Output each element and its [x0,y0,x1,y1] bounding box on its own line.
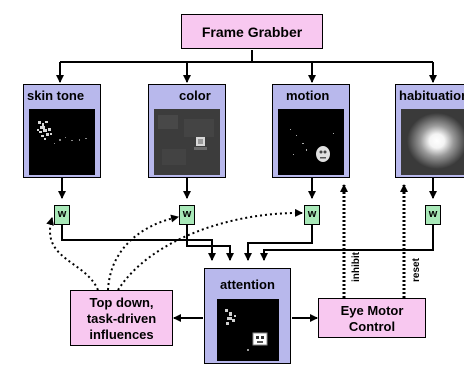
top-down-dotted-curves [46,208,303,291]
top-down-line2: task-driven [86,311,157,326]
weight-box-skin-tone: w [54,205,70,225]
module-skin-tone-label: skin tone [27,88,85,103]
module-to-weight-arrows [58,178,437,199]
color-image [154,109,220,175]
module-color-label: color [179,88,211,103]
weight-box-habituation: w [425,205,441,225]
module-habituation-label: habituation [399,88,464,103]
module-color: color [148,84,226,178]
eye-motor-line2: Control [348,319,396,334]
eye-motor-line1: Eye Motor [340,303,404,318]
weight-label: w [428,208,438,220]
feedback-dotted-arrows [340,184,408,298]
weight-label: w [182,208,192,220]
motion-image [278,109,344,175]
top-down-line1: Top down, [89,295,154,310]
top-down-box: Top down, task-driven influences [70,290,173,346]
inhibit-label: inhibit [351,252,362,282]
module-motion-label: motion [286,88,330,103]
weight-to-attention-lines [61,225,434,261]
weight-box-color: w [179,205,195,225]
attention-label: attention [220,277,275,292]
frame-grabber-box: Frame Grabber [181,14,323,49]
module-habituation: habituation [395,84,464,178]
module-skin-tone: skin tone [23,84,101,178]
attention-image [217,299,279,361]
weight-label: w [57,208,67,220]
weight-box-motion: w [304,205,320,225]
frame-grabber-fanout [56,50,437,83]
attention-box: attention [204,268,291,364]
top-down-line3: influences [89,327,154,342]
module-motion: motion [272,84,350,178]
eye-motor-control-box: Eye Motor Control [318,298,426,338]
habituation-image [401,109,464,175]
skin-tone-image [29,109,95,175]
reset-label: reset [411,258,422,282]
weight-label: w [307,208,317,220]
frame-grabber-label: Frame Grabber [201,24,303,40]
